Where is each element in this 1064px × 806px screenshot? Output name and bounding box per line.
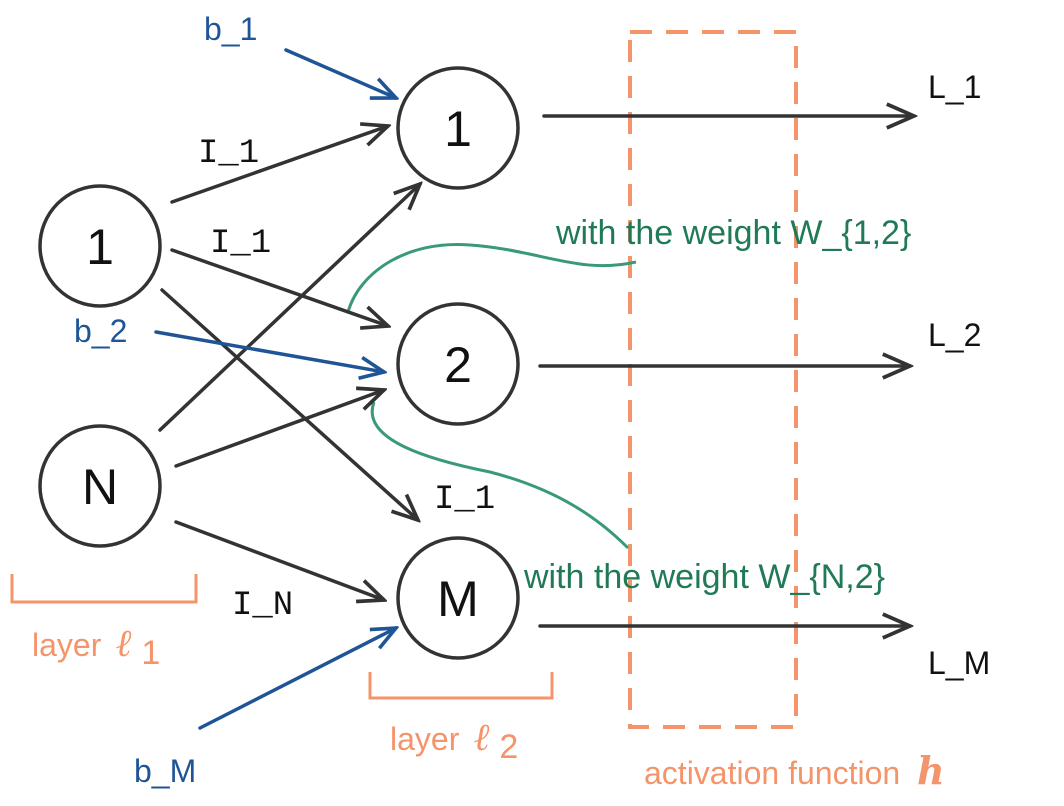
layer2-node-1-label: 1 [444,101,472,157]
edge-1-to-1 [170,126,388,204]
layer2-label-text: layer [390,721,460,757]
layer1-bracket [10,574,198,604]
layer1-node-1-label: 1 [86,219,114,275]
layer1-subscript: 1 [141,634,160,672]
edge-label-to-node1: I_1 [198,135,259,173]
layer2-node-M: M [396,536,520,660]
layer2-node-2: 2 [396,302,520,426]
edge-1-to-M [160,288,418,520]
bias-label-1: b_1 [204,11,257,47]
edge-N-to-2 [174,390,384,468]
output-label-2: L_2 [928,317,981,353]
output-label-M: L_M [928,645,990,681]
edge-label-N-to-M: I_N [232,587,293,625]
edge-1-to-2 [170,248,388,326]
edge-label-to-node2: I_1 [210,225,271,263]
layer2-bracket [368,672,554,700]
weight-note-1-2: with the weight W_{1,2} [555,214,911,252]
activation-function-text: activation function [644,755,900,791]
layer1-node-N: N [38,424,162,548]
bias-label-2: b_2 [74,313,127,349]
activation-function-box [628,30,798,729]
layer1-node-1: 1 [38,184,162,308]
bias-arrow-1 [284,48,396,98]
layer2-node-2-label: 2 [444,337,472,393]
edge-N-to-M [174,520,384,600]
layer1-symbol: ℓ [116,620,132,665]
edge-N-to-1 [158,184,420,432]
layer2-symbol: ℓ [474,714,490,759]
output-label-1: L_1 [928,69,981,105]
bias-arrow-2 [154,330,384,372]
layer2-node-M-label: M [437,571,479,627]
weight-curve-1-2 [346,242,637,313]
layer1-label: layer ℓ 1 [32,620,160,672]
layer1-node-N-label: N [82,459,118,515]
layer1-label-text: layer [32,627,102,663]
weight-note-N-2: with the weight W_{N,2} [523,558,885,596]
layer2-label: layer ℓ 2 [390,714,518,766]
bias-arrow-M [198,628,396,730]
layer2-node-1: 1 [396,66,520,190]
bias-label-M: b_M [134,753,196,789]
activation-function-symbol: h [917,748,945,793]
edge-label-to-nodeM: I_1 [434,481,495,519]
weight-curve-N-2 [370,401,630,550]
activation-function-label: activation function h [644,748,945,793]
layer2-subscript: 2 [499,728,518,766]
